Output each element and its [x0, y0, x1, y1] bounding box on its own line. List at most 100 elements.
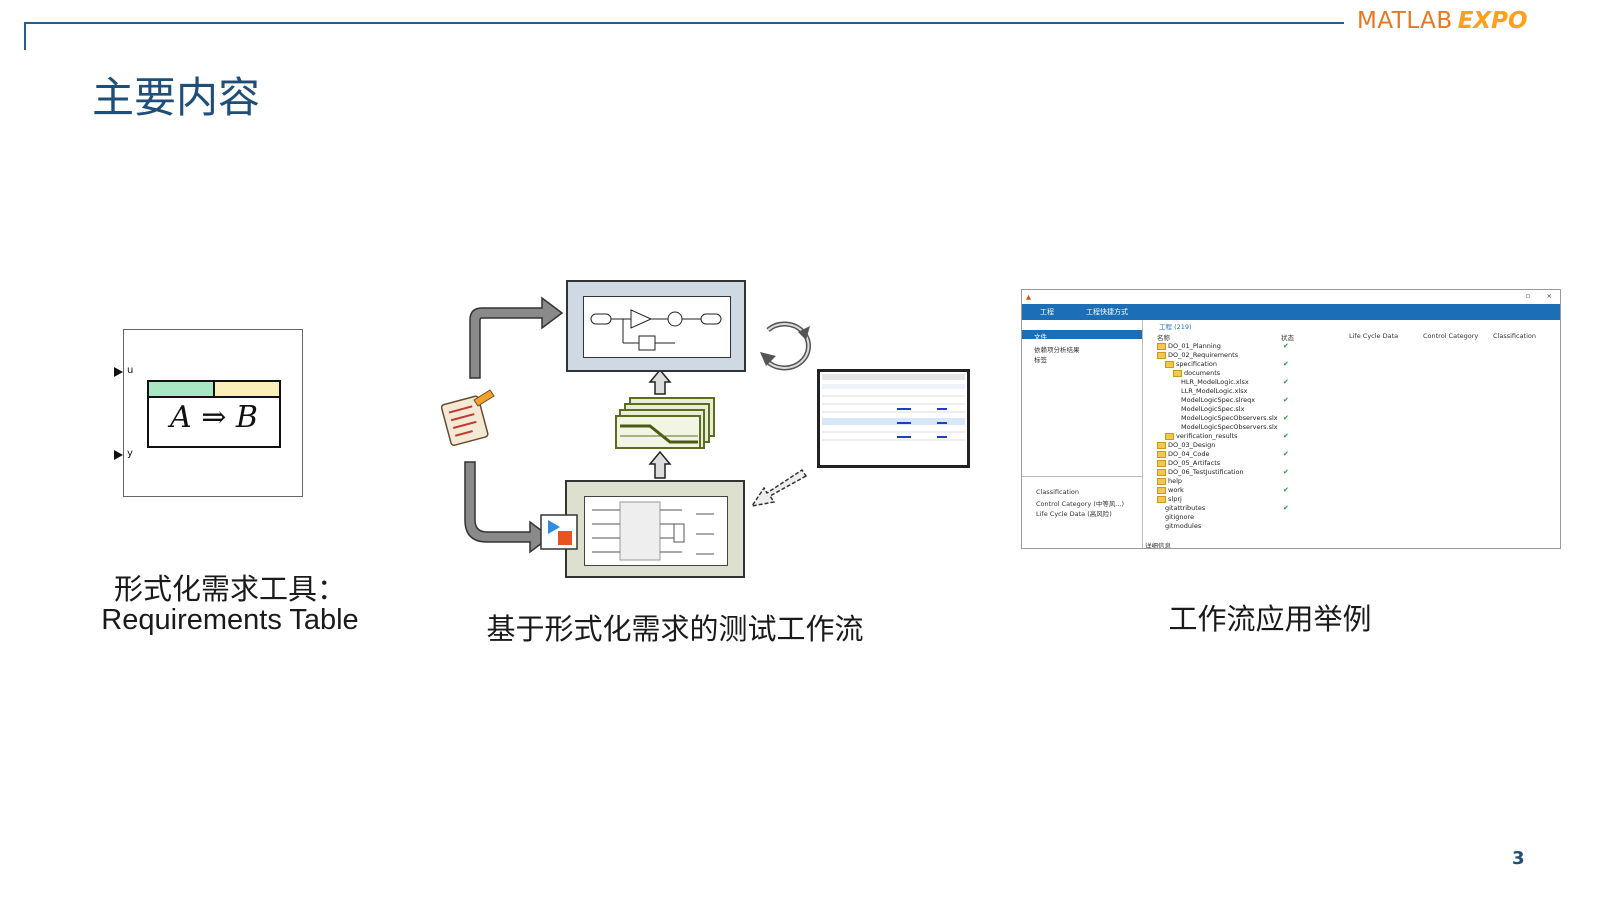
folder-icon	[1165, 360, 1174, 368]
list-item[interactable]: LLR_ModelLogic.xlsx	[1181, 387, 1248, 395]
project-left-panel: 文件 依赖项分析结果 标签 Classification Control Cat…	[1022, 320, 1143, 548]
list-item[interactable]: DO_01_Planning	[1157, 342, 1221, 350]
header-rule-tick	[24, 22, 26, 50]
input-port-y-arrow-icon	[114, 450, 123, 460]
column-life-cycle[interactable]: Life Cycle Data	[1349, 332, 1399, 340]
status-check-icon: ✔	[1283, 396, 1289, 404]
column-classification[interactable]: Classification	[1493, 332, 1537, 340]
list-item[interactable]: work	[1157, 486, 1184, 494]
up-arrow-top-icon	[648, 368, 672, 395]
folder-icon	[1157, 459, 1166, 467]
list-item[interactable]: slprj	[1157, 495, 1182, 503]
logo-matlab-text: MATLAB	[1357, 8, 1453, 34]
page-number: 3	[1512, 848, 1525, 869]
folder-icon	[1157, 342, 1166, 350]
dashed-result-arrow-icon	[750, 468, 808, 508]
window-titlebar: ▲ ▫ ×	[1022, 290, 1560, 304]
folder-icon	[1157, 468, 1166, 476]
matlab-app-icon: ▲	[1026, 293, 1031, 301]
list-item[interactable]: ModelLogicSpecObservers.slx	[1181, 423, 1278, 431]
folder-icon	[1173, 369, 1182, 377]
requirements-table-icon: A ⇒ B	[147, 380, 281, 448]
status-check-icon: ✔	[1283, 342, 1289, 350]
logo-expo-text: EXPO	[1457, 8, 1528, 34]
up-arrow-bottom-icon	[648, 450, 672, 479]
column-name[interactable]: 名称	[1157, 334, 1170, 342]
list-item[interactable]: documents	[1173, 369, 1220, 377]
breadcrumb[interactable]: 工程 (219)	[1159, 323, 1192, 331]
status-check-icon: ✔	[1283, 504, 1289, 512]
list-item[interactable]: DO_02_Requirements	[1157, 351, 1238, 359]
iteration-cycle-icon	[760, 321, 811, 371]
folder-icon	[1157, 351, 1166, 359]
folder-icon	[1157, 486, 1166, 494]
tab-project-shortcuts[interactable]: 工程快捷方式	[1086, 308, 1128, 316]
simulink-model-canvas	[583, 296, 731, 358]
status-check-icon: ✔	[1283, 378, 1289, 386]
folder-icon	[1157, 441, 1166, 449]
project-window-screenshot: ▲ ▫ × 工程 工程快捷方式 文件 依赖项分析结果 标签 Classifica…	[1021, 289, 1561, 549]
simulink-test-icon	[540, 514, 578, 550]
input-port-u-arrow-icon	[114, 367, 123, 377]
postcondition-header	[215, 382, 279, 398]
list-item[interactable]: DO_06_TestJustification	[1157, 468, 1244, 476]
folder-icon	[1157, 450, 1166, 458]
list-item[interactable]: specification	[1165, 360, 1217, 368]
column-status[interactable]: 状态	[1281, 334, 1294, 342]
implication-formula: A ⇒ B	[170, 400, 258, 435]
tab-project[interactable]: 工程	[1040, 308, 1054, 316]
list-item[interactable]: DO_05_Artifacts	[1157, 459, 1220, 467]
list-item[interactable]: DO_04_Code	[1157, 450, 1210, 458]
list-item[interactable]: gitmodules	[1165, 522, 1202, 530]
close-icon[interactable]: ×	[1546, 292, 1552, 300]
left-item-files[interactable]: 文件	[1034, 333, 1047, 341]
status-check-icon: ✔	[1283, 486, 1289, 494]
header-rule	[24, 22, 1344, 24]
arrow-to-harness-icon	[464, 461, 552, 554]
caption-requirements-table: Requirements Table	[101, 604, 359, 636]
arrow-to-model-icon	[469, 296, 564, 379]
status-check-icon: ✔	[1283, 414, 1289, 422]
simulink-model-diagram	[590, 309, 722, 351]
label-life-cycle-data[interactable]: Life Cycle Data (高风险)	[1036, 510, 1112, 518]
list-item[interactable]: gitignore	[1165, 513, 1195, 521]
list-item[interactable]: DO_03_Design	[1157, 441, 1215, 449]
caption-requirements-tool: 形式化需求工具：	[113, 574, 346, 606]
details-panel-label[interactable]: 详细信息	[1145, 542, 1171, 549]
caption-workflow: 基于形式化需求的测试工作流	[486, 614, 864, 646]
status-check-icon: ✔	[1283, 468, 1289, 476]
port-label-u: u	[127, 365, 134, 376]
left-panel-selected-row	[1022, 330, 1142, 339]
minimize-icon[interactable]: ▫	[1525, 292, 1530, 300]
status-check-icon: ✔	[1283, 360, 1289, 368]
status-check-icon: ✔	[1283, 432, 1289, 440]
test-results-table	[822, 374, 965, 441]
label-control-category[interactable]: Control Category (中等风...)	[1036, 500, 1125, 508]
slide-title: 主要内容	[92, 73, 261, 122]
requirements-clipboard-icon	[440, 389, 495, 447]
list-item[interactable]: gitattributes	[1165, 504, 1206, 512]
left-item-labels[interactable]: 标签	[1034, 356, 1047, 364]
list-item[interactable]: ModelLogicSpec.slx	[1181, 405, 1245, 413]
list-item[interactable]: HLR_ModelLogic.xlsx	[1181, 378, 1249, 386]
left-item-dependency[interactable]: 依赖项分析结果	[1034, 346, 1080, 354]
project-file-tree: 工程 (219) 名称 状态 Life Cycle Data Control C…	[1143, 320, 1560, 549]
folder-icon	[1157, 477, 1166, 485]
workflow-diagram	[440, 296, 811, 554]
project-toolbar: 工程 工程快捷方式	[1022, 304, 1560, 320]
port-label-y: y	[127, 448, 133, 459]
test-harness-diagram	[592, 501, 714, 561]
precondition-header	[149, 382, 215, 398]
list-item[interactable]: ModelLogicSpec.slreqx	[1181, 396, 1256, 404]
list-item[interactable]: ModelLogicSpecObservers.slx	[1181, 414, 1278, 422]
status-check-icon: ✔	[1283, 450, 1289, 458]
test-sequence-stack-icon	[615, 397, 715, 449]
caption-example: 工作流应用举例	[1168, 604, 1372, 636]
list-item[interactable]: help	[1157, 477, 1182, 485]
label-classification[interactable]: Classification	[1036, 488, 1080, 496]
column-control-category[interactable]: Control Category	[1423, 332, 1479, 340]
list-item[interactable]: verification_results	[1165, 432, 1237, 440]
left-panel-divider	[1022, 476, 1142, 477]
folder-icon	[1165, 432, 1174, 440]
